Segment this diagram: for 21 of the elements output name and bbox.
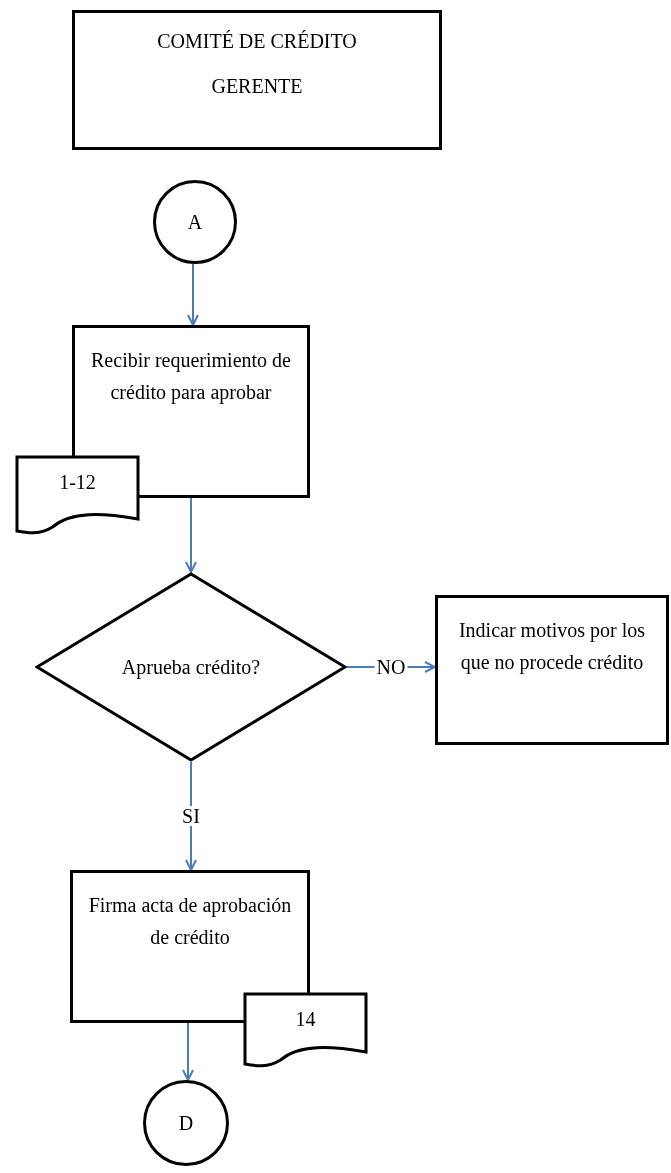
node-text: Aprueba crédito? [121,655,261,681]
node-text: GERENTE [211,74,303,99]
document-shape [243,992,368,1068]
arrow [185,497,197,573]
arrow [185,761,197,871]
node-text: A [187,210,203,235]
header-box [72,10,442,150]
document-shape [15,455,140,535]
decision-diamond [35,572,347,762]
node-text: 1-12 [59,470,96,495]
edge-label: NO [374,657,408,677]
node-text: Firma acta de aprobación de crédito [87,893,293,950]
node-text: COMITÉ DE CRÉDITO [157,29,357,54]
arrow [182,1022,194,1081]
process-box [435,595,669,745]
node-text: Indicar motivos por los que no procede crédito [457,618,647,676]
node-text: D [178,1111,194,1136]
node-text: 14 [295,1007,316,1032]
arrow [187,263,199,326]
node-text: Recibir requerimiento de crédito para aprobar [90,348,292,406]
edge-label: SI [180,806,202,826]
